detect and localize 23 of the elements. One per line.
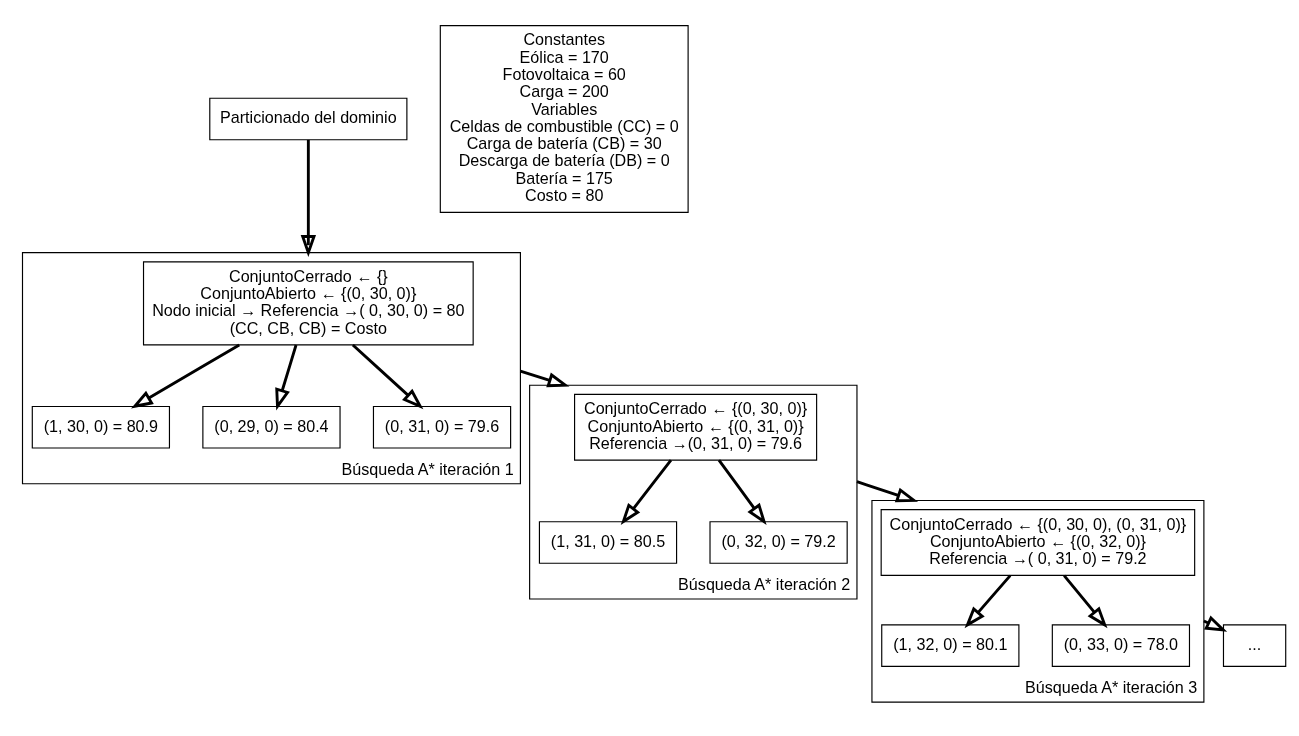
node-box: ConjuntoCerrado ← {(0, 30, 0)} ConjuntoAbierto ← {(0, 31, 0)} Referencia →(0, 31, 0) = 79.6: [574, 393, 818, 461]
node-box: ConjuntoCerrado ← {(0, 30, 0), (0, 31, 0)} ConjuntoAbierto ← {(0, 32, 0)} Referencia →( 0, 31, 0) = 79.2: [880, 508, 1196, 576]
arrow: [964, 574, 1012, 628]
arrow: [351, 343, 424, 409]
arrow: [131, 343, 240, 408]
arrow: [1063, 574, 1108, 628]
arrow: [520, 369, 570, 387]
node-box: Particionado del dominio: [209, 97, 408, 140]
arrow: [856, 479, 919, 502]
node-box: (0, 32, 0) = 79.2: [709, 520, 848, 564]
node-box: (0, 29, 0) = 80.4: [202, 405, 341, 449]
node-box: (1, 32, 0) = 80.1: [881, 623, 1020, 667]
node-box: (1, 30, 0) = 80.9: [31, 405, 171, 449]
node-box: ...: [1222, 623, 1287, 667]
node-box: (0, 31, 0) = 79.6: [372, 405, 512, 449]
arrow: [717, 458, 767, 525]
node-box: Constantes Eólica = 170 Fotovoltaica = 60 Carga = 200 Variables Celdas de combustible (CC) = 0 Carga de batería (CB) = 30 Descarga de batería (DB) = 0 Batería = 175 Costo = 80: [439, 24, 689, 213]
arrow: [620, 458, 673, 525]
arrow: [300, 139, 316, 257]
arrow: [275, 344, 298, 410]
node-box: (1, 31, 0) = 80.5: [538, 520, 678, 564]
node-box: (0, 33, 0) = 78.0: [1051, 623, 1191, 667]
node-box: ConjuntoCerrado ← {} ConjuntoAbierto ← {(0, 30, 0)} Nodo inicial → Referencia →( 0, 30, 0) = 80 (CC, CB, CB) = Costo: [142, 260, 474, 345]
